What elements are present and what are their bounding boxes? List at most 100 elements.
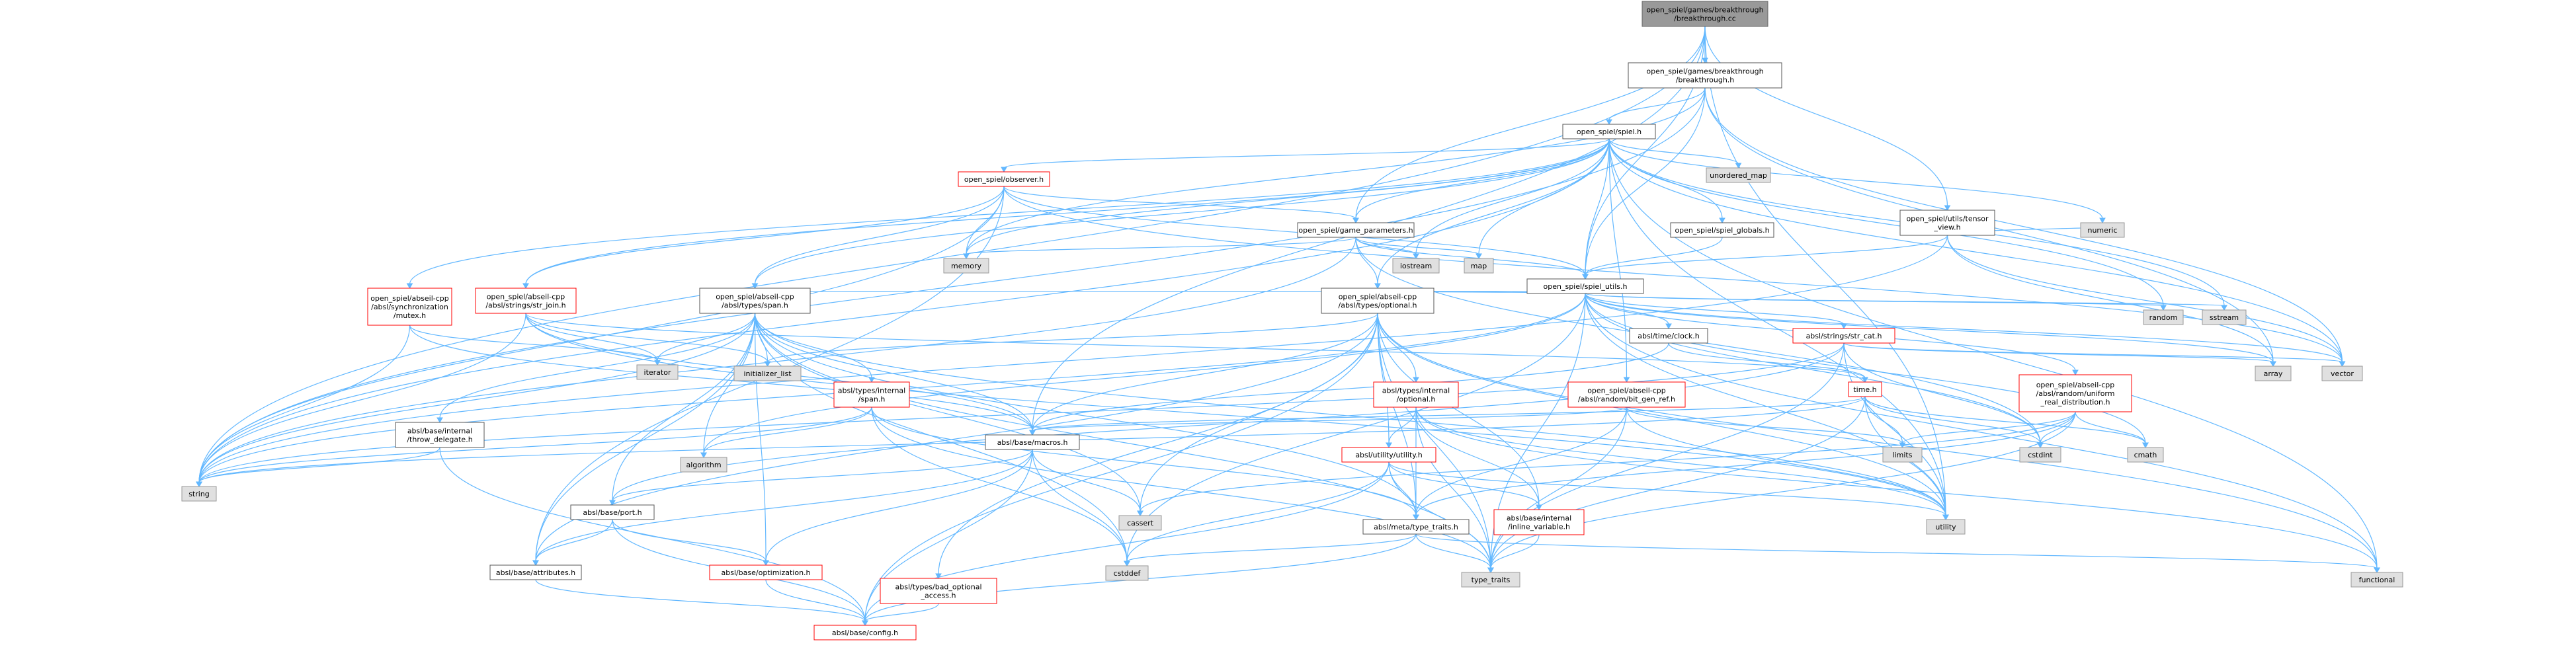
include-edge <box>1388 461 1946 516</box>
include-edge <box>1704 26 1948 207</box>
node-label: absl/base/internal <box>407 427 472 436</box>
node-box <box>1629 328 1708 344</box>
node-internal-optional[interactable]: absl/types/internal/optional.h <box>1373 381 1459 408</box>
node-layer: open_spiel/games/breakthrough/breakthrou… <box>181 1 2403 640</box>
edge-arrowhead <box>1735 163 1742 169</box>
include-edge <box>1415 407 1946 516</box>
include-edge <box>1585 293 2343 363</box>
node-box <box>1567 381 1686 408</box>
node-macros-h[interactable]: absl/base/macros.h <box>985 434 1080 450</box>
node-bit-gen-ref[interactable]: open_spiel/abseil-cpp/absl/random/bit_ge… <box>1567 381 1686 408</box>
include-edge <box>409 325 1033 432</box>
include-edge <box>754 291 1586 294</box>
include-edge <box>1355 237 1586 276</box>
include-edge <box>1388 461 1417 516</box>
include-edge <box>754 138 1610 285</box>
node-label: absl/base/optimization.h <box>721 568 810 577</box>
node-box <box>636 364 679 380</box>
include-edge <box>1585 293 2274 363</box>
node-box <box>958 171 1050 187</box>
node-label: /absl/types/span.h <box>722 301 788 310</box>
node-spiel-h[interactable]: open_spiel/spiel.h <box>1562 124 1656 139</box>
include-edge <box>1415 407 1540 506</box>
node-spiel-globals[interactable]: open_spiel/spiel_globals.h <box>1670 222 1774 238</box>
node-tensor-view[interactable]: open_spiel/utils/tensor_view.h <box>1899 210 1995 236</box>
node-box <box>1628 62 1782 89</box>
node-box <box>680 457 727 473</box>
include-edge <box>1377 313 1491 569</box>
node-box <box>2350 572 2403 588</box>
node-inline-var[interactable]: absl/base/internal/inline_variable.h <box>1493 509 1585 535</box>
node-label: cmath <box>2134 451 2157 459</box>
edge-layer <box>196 26 2380 627</box>
node-box <box>1461 572 1520 588</box>
include-edge <box>1377 313 2378 569</box>
node-label: iostream <box>1400 262 1432 270</box>
edge-arrowhead <box>1899 442 1906 449</box>
node-label: time.h <box>1853 385 1876 394</box>
include-edge <box>1377 313 1946 516</box>
include-edge <box>1585 293 2225 307</box>
node-numeric: numeric <box>2080 222 2125 238</box>
node-label: _real_distribution.h <box>2040 398 2110 407</box>
node-label: string <box>188 490 210 498</box>
edge-arrowhead <box>2160 305 2167 311</box>
node-uniform-real[interactable]: open_spiel/abseil-cpp/absl/random/unifor… <box>2018 374 2132 412</box>
include-edge <box>1585 293 1845 325</box>
include-edge <box>871 407 1128 562</box>
include-edge <box>1415 138 1610 255</box>
include-edge <box>1668 342 1866 379</box>
node-bt-h[interactable]: open_spiel/games/breakthrough/breakthrou… <box>1628 62 1782 89</box>
node-config-h[interactable]: absl/base/config.h <box>813 625 917 640</box>
node-mutex[interactable]: open_spiel/abseil-cpp/absl/synchronizati… <box>367 288 452 326</box>
node-box <box>1562 124 1656 139</box>
include-edge <box>198 26 1706 483</box>
include-edge <box>198 313 526 483</box>
node-str-cat[interactable]: absl/strings/str_cat.h <box>1792 328 1895 344</box>
include-edge <box>1490 534 1540 569</box>
node-span-h[interactable]: open_spiel/abseil-cpp/absl/types/span.h <box>699 288 811 314</box>
node-spiel-utils[interactable]: open_spiel/spiel_utils.h <box>1526 278 1644 294</box>
node-box <box>570 504 655 520</box>
node-label: /absl/random/bit_gen_ref.h <box>1578 395 1675 404</box>
node-game-params[interactable]: open_spiel/game_parameters.h <box>1297 222 1415 238</box>
include-edge <box>1585 293 1946 516</box>
include-edge <box>1140 411 2076 512</box>
include-edge <box>1032 342 1669 432</box>
node-limits: limits <box>1882 447 1923 463</box>
node-throw-delegate[interactable]: absl/base/internal/throw_delegate.h <box>395 422 485 448</box>
node-internal-span[interactable]: absl/types/internal/span.h <box>833 381 910 408</box>
node-attributes[interactable]: absl/base/attributes.h <box>489 564 582 580</box>
node-utility-h[interactable]: absl/utility/utility.h <box>1341 447 1436 463</box>
include-edge <box>871 407 1417 516</box>
include-edge <box>754 313 1141 512</box>
node-box <box>181 486 217 502</box>
include-edge <box>1843 342 2343 363</box>
node-optional-h[interactable]: open_spiel/abseil-cpp/absl/types/optiona… <box>1321 288 1434 314</box>
node-type-traits-h[interactable]: absl/meta/type_traits.h <box>1362 519 1470 535</box>
include-edge <box>525 186 1005 285</box>
node-bad-optional[interactable]: absl/types/bad_optional_access.h <box>880 578 997 604</box>
edge-arrowhead <box>2072 369 2079 376</box>
include-edge <box>1585 138 1610 276</box>
edge-arrowhead <box>1719 217 1725 224</box>
include-edge <box>1355 237 1417 255</box>
edge-arrowhead <box>2221 305 2227 311</box>
edge-arrowhead <box>2270 361 2276 368</box>
node-time-h[interactable]: time.h <box>1848 381 1882 397</box>
node-str-join[interactable]: open_spiel/abseil-cpp/absl/strings/str_j… <box>475 288 577 314</box>
include-edge <box>1585 87 1706 276</box>
include-edge <box>1415 407 1628 516</box>
node-observer[interactable]: open_spiel/observer.h <box>958 171 1050 187</box>
include-edge <box>1377 313 1540 506</box>
node-root[interactable]: open_spiel/games/breakthrough/breakthrou… <box>1641 1 1768 27</box>
edge-arrowhead <box>1374 283 1381 290</box>
include-edge <box>1415 411 2076 516</box>
include-edge <box>525 313 658 362</box>
node-optimization[interactable]: absl/base/optimization.h <box>709 564 823 580</box>
node-port-h[interactable]: absl/base/port.h <box>570 504 655 520</box>
edge-arrowhead <box>1942 514 1949 521</box>
node-box <box>1464 258 1494 274</box>
node-label: open_spiel/abseil-cpp <box>370 294 449 303</box>
node-clock-h[interactable]: absl/time/clock.h <box>1629 328 1708 344</box>
